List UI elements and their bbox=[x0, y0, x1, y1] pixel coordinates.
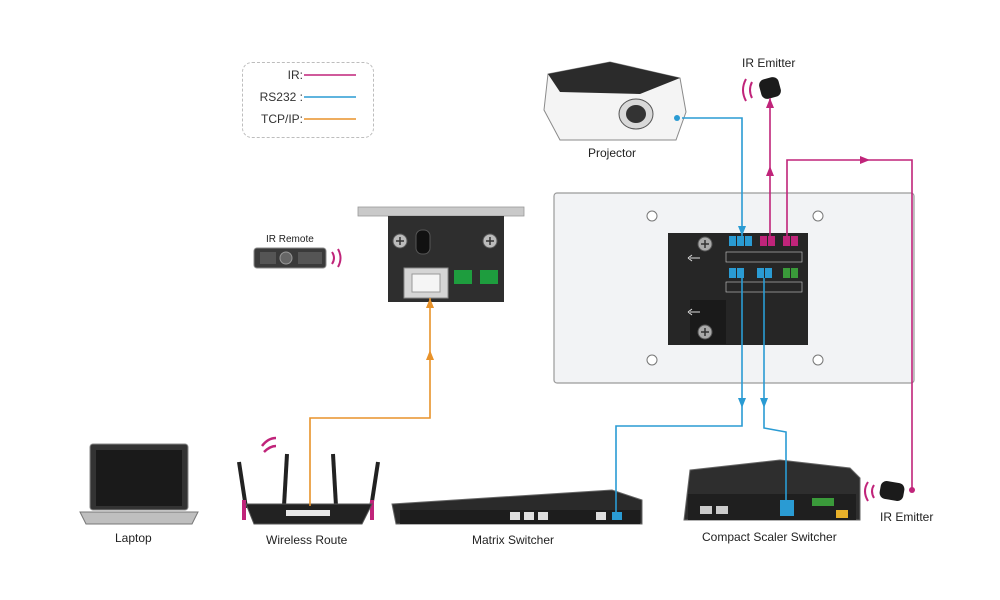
ir-right-connection bbox=[786, 159, 913, 490]
projector-label: Projector bbox=[588, 146, 637, 160]
legend-tcpip-label: TCP/IP: bbox=[260, 112, 303, 126]
tcpip-connection bbox=[309, 298, 431, 506]
laptop-device bbox=[79, 443, 199, 525]
ir-remote-label: IR Remote bbox=[266, 234, 314, 245]
legend: IR: RS232 : TCP/IP: bbox=[242, 62, 374, 138]
laptop-label: Laptop bbox=[115, 531, 152, 545]
matrix-switcher-label: Matrix Switcher bbox=[472, 533, 555, 547]
router-label: Wireless Route bbox=[266, 533, 348, 547]
ir-emitter-top-device bbox=[742, 77, 781, 102]
router-device bbox=[237, 436, 380, 525]
projector-device bbox=[543, 61, 687, 141]
network-wall-plate bbox=[357, 206, 525, 302]
legend-ir-label: IR: bbox=[287, 68, 303, 82]
ir-emitter-right-device bbox=[864, 481, 905, 502]
rs232-matrix-connection bbox=[615, 278, 743, 512]
rs232-scaler-connection bbox=[763, 278, 787, 500]
matrix-switcher-device bbox=[391, 489, 643, 525]
ir-emitter-top-label: IR Emitter bbox=[742, 56, 796, 70]
scaler-switcher-device bbox=[683, 459, 861, 521]
scaler-switcher-label: Compact Scaler Switcher bbox=[702, 530, 837, 544]
ir-emitter-right-label: IR Emitter bbox=[880, 510, 934, 524]
ir-remote-device bbox=[253, 247, 342, 269]
rs232-projector-connection bbox=[682, 117, 743, 236]
legend-rs232-label: RS232 : bbox=[259, 90, 303, 104]
wall-plate bbox=[553, 192, 915, 384]
